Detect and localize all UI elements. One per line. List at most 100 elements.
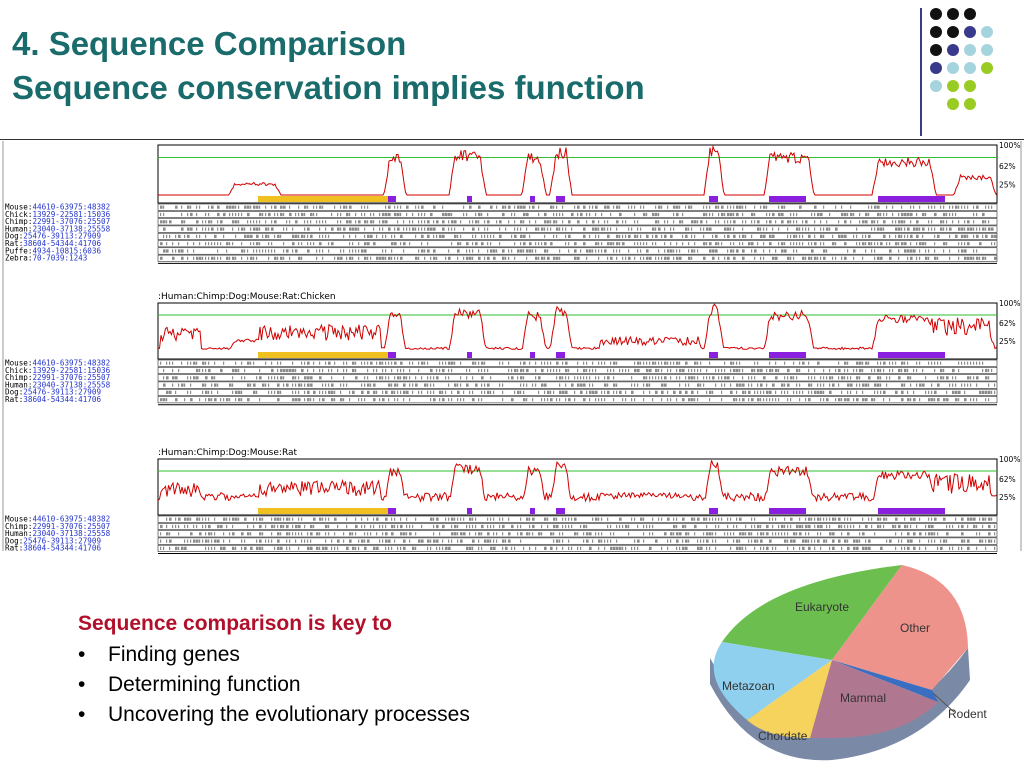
pie-slice-eukaryote <box>722 565 902 660</box>
track-coords: 25476-39113:27909 <box>23 536 101 545</box>
track-coords: 13929-22581:15036 <box>32 366 110 375</box>
title-divider <box>0 139 1024 140</box>
rodent-callout-line <box>932 692 955 713</box>
exon-block <box>388 508 396 514</box>
track-frame <box>157 515 998 523</box>
track-label: Dog:25476-39113:27909 <box>5 536 101 545</box>
decor-dot <box>947 44 959 56</box>
exon-block <box>530 352 535 358</box>
key-points-list: •Finding genes •Determining function • Un… <box>78 640 470 730</box>
decor-dot <box>930 80 942 92</box>
alignment-blocks <box>163 376 990 380</box>
track-species: Chick: <box>5 366 32 375</box>
track-label: Chimp:22991-37076:25507 <box>5 522 110 531</box>
track-coords: 38604-54344:41706 <box>23 544 101 553</box>
track-frame <box>157 367 998 374</box>
conservation-curve <box>158 144 997 196</box>
pie-slice-mammal <box>807 660 938 738</box>
plot-frame <box>157 458 998 516</box>
track-coords: 23040-37138:25558 <box>32 380 110 389</box>
track-frame <box>157 247 998 255</box>
list-item-text: Uncovering the evolutionary processes <box>108 703 470 726</box>
alignment-blocks <box>163 234 997 238</box>
axis-tick-label: 25% <box>999 337 1016 346</box>
bullet-dot: • <box>78 703 86 726</box>
list-item: •Determining function <box>78 670 470 700</box>
track-label: Chick:13929-22581:15036 <box>5 210 111 219</box>
axis-tick-label: 100% <box>999 299 1020 308</box>
list-item: •Finding genes <box>78 640 470 670</box>
track-species: Human: <box>5 224 32 233</box>
exon-block <box>388 196 396 202</box>
utr-block <box>258 352 388 358</box>
utr-block <box>258 508 388 514</box>
decor-dot <box>964 80 976 92</box>
alignment-blocks <box>160 212 985 217</box>
alignment-blocks <box>163 227 994 231</box>
axis-tick-label: 62% <box>999 475 1016 484</box>
exon-block <box>467 352 472 358</box>
alignment-blocks <box>160 524 996 529</box>
exon-block <box>878 508 945 514</box>
axis-tick-label: 62% <box>999 319 1016 328</box>
exon-block <box>878 352 945 358</box>
track-coords: 25476-39113:27909 <box>23 388 101 397</box>
alignment-blocks <box>160 539 996 543</box>
track-species: Human: <box>5 529 32 538</box>
track-species: Rat: <box>5 395 23 404</box>
pie-slice-metazoan <box>713 642 832 720</box>
genome-pie-illustration: Eukaryote Other Rodent Mammal Chordate M… <box>710 565 987 761</box>
pie-label-chordate: Chordate <box>758 729 808 743</box>
exon-block <box>709 352 718 358</box>
exon-block <box>769 196 806 202</box>
track-label: Dog:25476-39113:27909 <box>5 232 101 241</box>
decor-dot <box>930 8 942 20</box>
track-coords: 44610-63975:48382 <box>32 203 110 212</box>
alignment-blocks <box>163 368 993 373</box>
alignment-blocks <box>160 220 990 224</box>
exon-block <box>556 196 565 202</box>
conservation-curve <box>157 460 997 503</box>
track-frame <box>157 225 998 233</box>
track-species: Rat: <box>5 239 23 248</box>
track-frame <box>157 374 998 382</box>
track-frame <box>157 232 998 240</box>
list-item: • Uncovering the evolutionary processes <box>78 700 470 730</box>
track-label: Mouse:44610-63975:48382 <box>5 359 110 368</box>
track-frame <box>157 523 998 530</box>
track-coords: 22991-37076:25507 <box>32 522 110 531</box>
track-frame <box>157 240 998 248</box>
track-label: Human:23040-37138:25558 <box>5 529 111 538</box>
track-coords: 13929-22581:15036 <box>32 210 110 219</box>
exon-block <box>878 196 945 202</box>
decor-dot <box>964 26 976 38</box>
slide-title: 4. Sequence Comparison Sequence conserva… <box>12 22 645 110</box>
exon-block <box>388 352 396 358</box>
track-coords: 25476-39113:27909 <box>23 232 101 241</box>
track-frame <box>157 530 998 538</box>
decor-dot <box>964 62 976 74</box>
pie-label-eukaryote: Eukaryote <box>795 600 849 614</box>
conservation-panel: 100%62%25%Mouse:44610-63975:48382Chick:1… <box>5 141 1020 264</box>
track-species: Puffe: <box>5 246 32 255</box>
conservation-plot-figure: 100%62%25%Mouse:44610-63975:48382Chick:1… <box>0 141 1024 554</box>
decor-dot <box>964 98 976 110</box>
track-label: Puffe:4934-10815:6036 <box>5 246 101 255</box>
track-frame <box>157 544 998 552</box>
track-label: Chick:13929-22581:15036 <box>5 366 111 375</box>
alignment-blocks <box>163 249 978 253</box>
plot-frame <box>157 144 998 204</box>
track-coords: 70-7039:1243 <box>32 254 87 263</box>
conservation-curve <box>157 303 997 351</box>
exon-block <box>769 508 806 514</box>
track-label: Chimp:22991-37076:25507 <box>5 373 110 382</box>
track-frame <box>157 218 998 226</box>
panel-title: :Human:Chimp:Dog:Mouse:Rat:Chicken <box>158 292 336 302</box>
alignment-blocks <box>166 517 993 521</box>
axis-tick-label: 62% <box>999 162 1016 171</box>
track-species: Chick: <box>5 210 32 219</box>
track-frame <box>157 388 998 396</box>
alignment-blocks <box>160 546 996 550</box>
slide-title-line2: Sequence conservation implies function <box>12 69 645 106</box>
pie-slice-other <box>832 565 968 690</box>
